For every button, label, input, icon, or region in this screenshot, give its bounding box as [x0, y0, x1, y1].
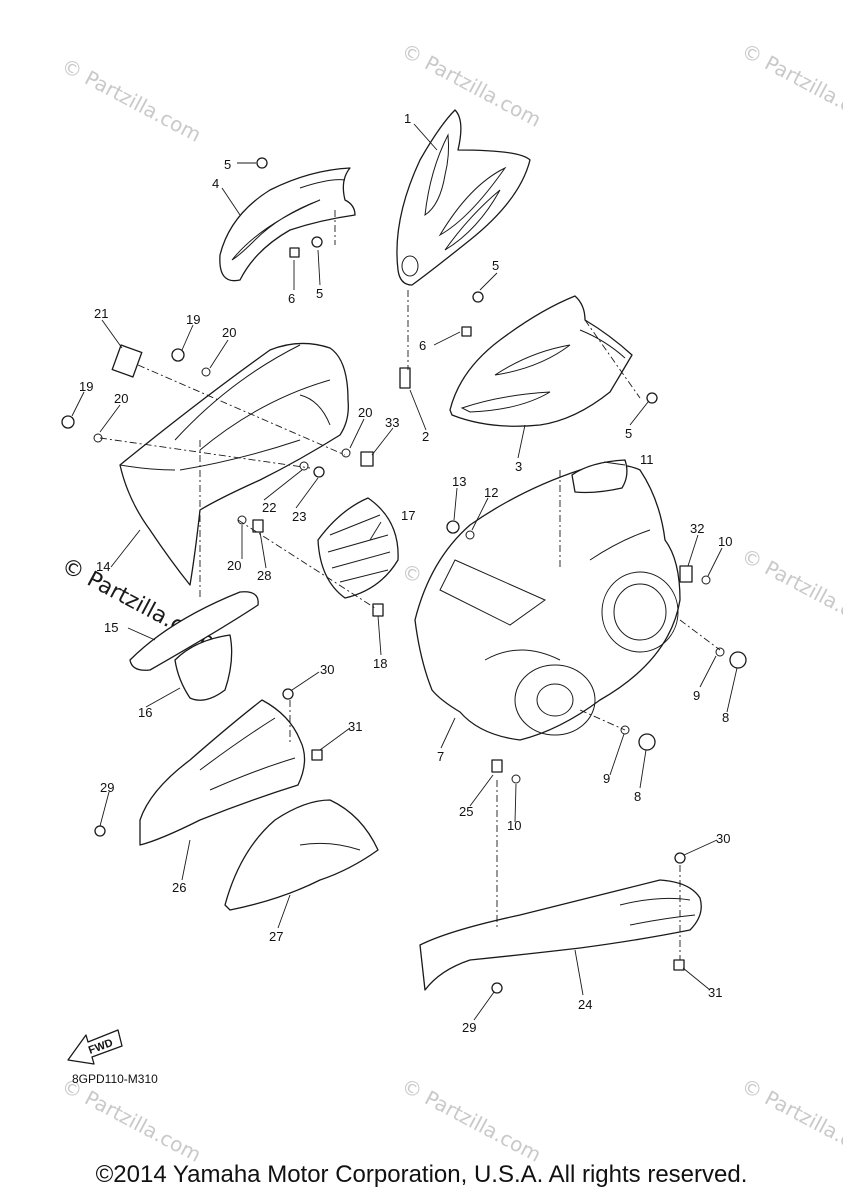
- callout-20-a: 20: [222, 325, 236, 340]
- callout-29-a: 29: [100, 780, 114, 795]
- callout-8-a: 8: [722, 710, 729, 725]
- watermark: © Partzilla.com: [398, 1073, 546, 1167]
- callout-28: 28: [257, 568, 271, 583]
- callout-19-a: 19: [186, 312, 200, 327]
- part-16-bracket: [174, 634, 233, 701]
- watermark: © Partzilla.com: [58, 1073, 206, 1167]
- callout-20-d: 20: [227, 558, 241, 573]
- callout-33: 33: [385, 415, 399, 430]
- part-15-strip: [129, 591, 259, 671]
- callout-22: 22: [262, 500, 276, 515]
- callout-10-b: 10: [507, 818, 521, 833]
- callout-31-b: 31: [708, 985, 722, 1000]
- callout-30-b: 30: [716, 831, 730, 846]
- callout-10-a: 10: [718, 534, 732, 549]
- callout-9-a: 9: [693, 688, 700, 703]
- watermark: © Partzilla.com: [738, 38, 843, 132]
- watermark: © Partzilla.com: [738, 1073, 843, 1167]
- callout-3: 3: [515, 459, 522, 474]
- callout-27: 27: [269, 929, 283, 944]
- callout-5-a: 5: [224, 157, 231, 172]
- callout-20-b: 20: [114, 391, 128, 406]
- callout-31-a: 31: [348, 719, 362, 734]
- callout-5-d: 5: [625, 426, 632, 441]
- callout-23: 23: [292, 509, 306, 524]
- callouts: 1 2 3 4 5 5 5 5 6 6 7 8 8 9 9 10 10 11 1…: [79, 111, 732, 1035]
- callout-30-a: 30: [320, 662, 334, 677]
- callout-18: 18: [373, 656, 387, 671]
- callout-15: 15: [104, 620, 118, 635]
- hardware-pieces: [61, 157, 747, 994]
- callout-20-c: 20: [358, 405, 372, 420]
- diagram-code: 8GPD110-M310: [72, 1072, 158, 1086]
- part-14-large-fairing: [119, 342, 349, 586]
- callout-12: 12: [484, 485, 498, 500]
- callout-5-c: 5: [492, 258, 499, 273]
- callout-6-b: 6: [419, 338, 426, 353]
- callout-1: 1: [404, 111, 411, 126]
- alignment-lines: [99, 210, 721, 960]
- callout-25: 25: [459, 804, 473, 819]
- part-3-side-cover: [449, 295, 633, 427]
- part-17-grille: [317, 497, 399, 599]
- part-4-side-piece: [219, 167, 356, 282]
- callout-16: 16: [138, 705, 152, 720]
- part-26-lower-panel: [139, 699, 306, 846]
- part-27-lower-panel: [224, 799, 379, 911]
- leader-lines: [71, 123, 738, 1021]
- callout-21: 21: [94, 306, 108, 321]
- callout-29-b: 29: [462, 1020, 476, 1035]
- callout-24: 24: [578, 997, 592, 1012]
- callout-26: 26: [172, 880, 186, 895]
- callout-11: 11: [640, 452, 654, 467]
- callout-9-b: 9: [603, 771, 610, 786]
- part-7-main-cover: [414, 464, 681, 741]
- callout-2: 2: [422, 429, 429, 444]
- callout-5-b: 5: [316, 286, 323, 301]
- copyright-footer: ©2014 Yamaha Motor Corporation, U.S.A. A…: [95, 1161, 748, 1188]
- callout-13: 13: [452, 474, 466, 489]
- callout-6-a: 6: [288, 291, 295, 306]
- part-1-upper-panel: [396, 109, 531, 286]
- part-24-bottom-rail: [419, 879, 702, 991]
- watermark: © Partzilla.com: [58, 53, 206, 147]
- fwd-arrow-icon: FWD: [67, 1029, 123, 1065]
- callout-4: 4: [212, 176, 219, 191]
- callout-7: 7: [437, 749, 444, 764]
- callout-8-b: 8: [634, 789, 641, 804]
- watermark: © Partzilla.com: [398, 38, 546, 132]
- callout-32: 32: [690, 521, 704, 536]
- callout-17: 17: [401, 508, 415, 523]
- part-11-reflector: [571, 459, 628, 494]
- callout-14: 14: [96, 559, 110, 574]
- callout-19-b: 19: [79, 379, 93, 394]
- watermark: © Partzilla.com: [738, 543, 843, 637]
